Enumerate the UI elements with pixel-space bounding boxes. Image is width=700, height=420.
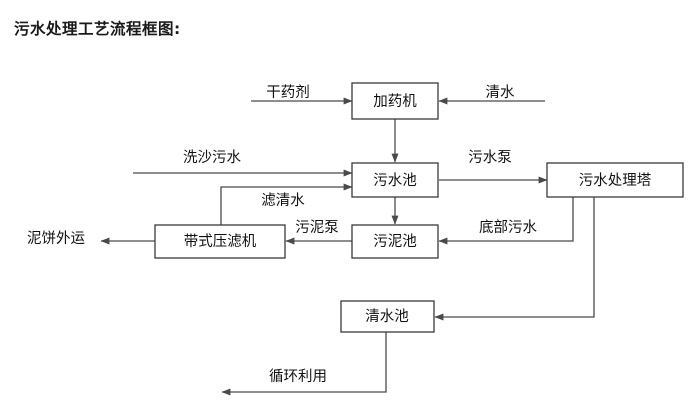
edge-recycle-line: [221, 332, 387, 396]
node-treatment-tower[interactable]: 污水处理塔: [546, 162, 684, 198]
edge-label-sludge-pump: 污泥泵: [295, 219, 339, 236]
page-title: 污水处理工艺流程框图:: [14, 20, 181, 38]
node-belt-filter-press[interactable]: 带式压滤机: [154, 224, 286, 259]
node-clear-water-pool[interactable]: 清水池: [340, 300, 435, 333]
node-label-belt-filter-press: 带式压滤机: [184, 233, 257, 250]
node-dosing-machine[interactable]: 加药机: [351, 82, 439, 120]
node-sludge-pool[interactable]: 污泥池: [351, 224, 439, 259]
edge-label-sewage-pump: 污水泵: [468, 149, 512, 166]
node-sewage-pool[interactable]: 污水池: [351, 162, 439, 198]
node-label-sludge-pool: 污泥池: [373, 233, 417, 250]
edge-label-bottom-sewage: 底部污水: [479, 219, 537, 236]
edge-bottom-sewage-line: [438, 197, 574, 245]
edge-label-mud-cake: 泥饼外运: [27, 230, 85, 247]
edge-label-dry-agent: 干药剂: [266, 84, 310, 101]
node-label-sewage-pool: 污水池: [373, 172, 417, 189]
node-label-dosing-machine: 加药机: [373, 93, 417, 110]
edge-tower-to-clearpool: [434, 197, 595, 321]
node-label-treatment-tower: 污水处理塔: [579, 172, 652, 189]
edge-label-filtered-water: 滤清水: [261, 192, 305, 209]
node-label-clear-water-pool: 清水池: [365, 308, 409, 325]
edge-label-clean-water: 清水: [486, 84, 515, 101]
edge-label-recycle: 循环利用: [269, 368, 327, 385]
edge-label-sand-sewage: 洗沙污水: [183, 149, 241, 166]
edge-filtered-water-line: [220, 183, 353, 225]
